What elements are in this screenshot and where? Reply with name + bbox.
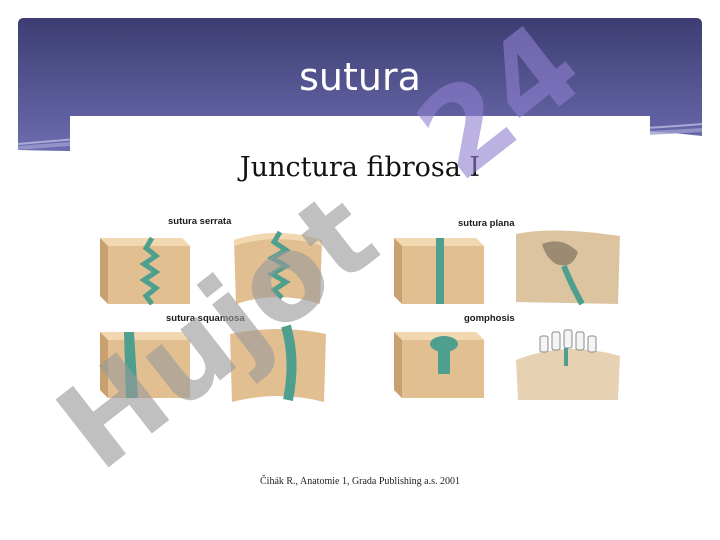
squamosa-block-diagram: [100, 332, 190, 398]
serrata-skull-diagram: [234, 230, 322, 304]
plana-skull-diagram: [516, 230, 620, 306]
serrata-block-diagram: [100, 236, 190, 306]
squamosa-skull-diagram: [230, 324, 326, 402]
figure-caption: Čihák R., Anatomie 1, Grada Publishing a…: [260, 476, 460, 487]
label-sutura-squamosa: sutura squamosa: [166, 313, 245, 324]
plana-block-diagram: [394, 238, 484, 304]
figure-image: Junctura fibrosa I sutura serrata sutura…: [70, 116, 650, 508]
figure-title: Junctura fibrosa I: [239, 152, 481, 183]
slide-title: sutura: [299, 55, 421, 99]
label-sutura-plana: sutura plana: [458, 218, 515, 229]
gomphosis-jaw-diagram: [516, 329, 620, 400]
label-sutura-serrata: sutura serrata: [168, 216, 232, 227]
gomphosis-block-diagram: [394, 332, 484, 398]
label-gomphosis: gomphosis: [464, 313, 515, 324]
